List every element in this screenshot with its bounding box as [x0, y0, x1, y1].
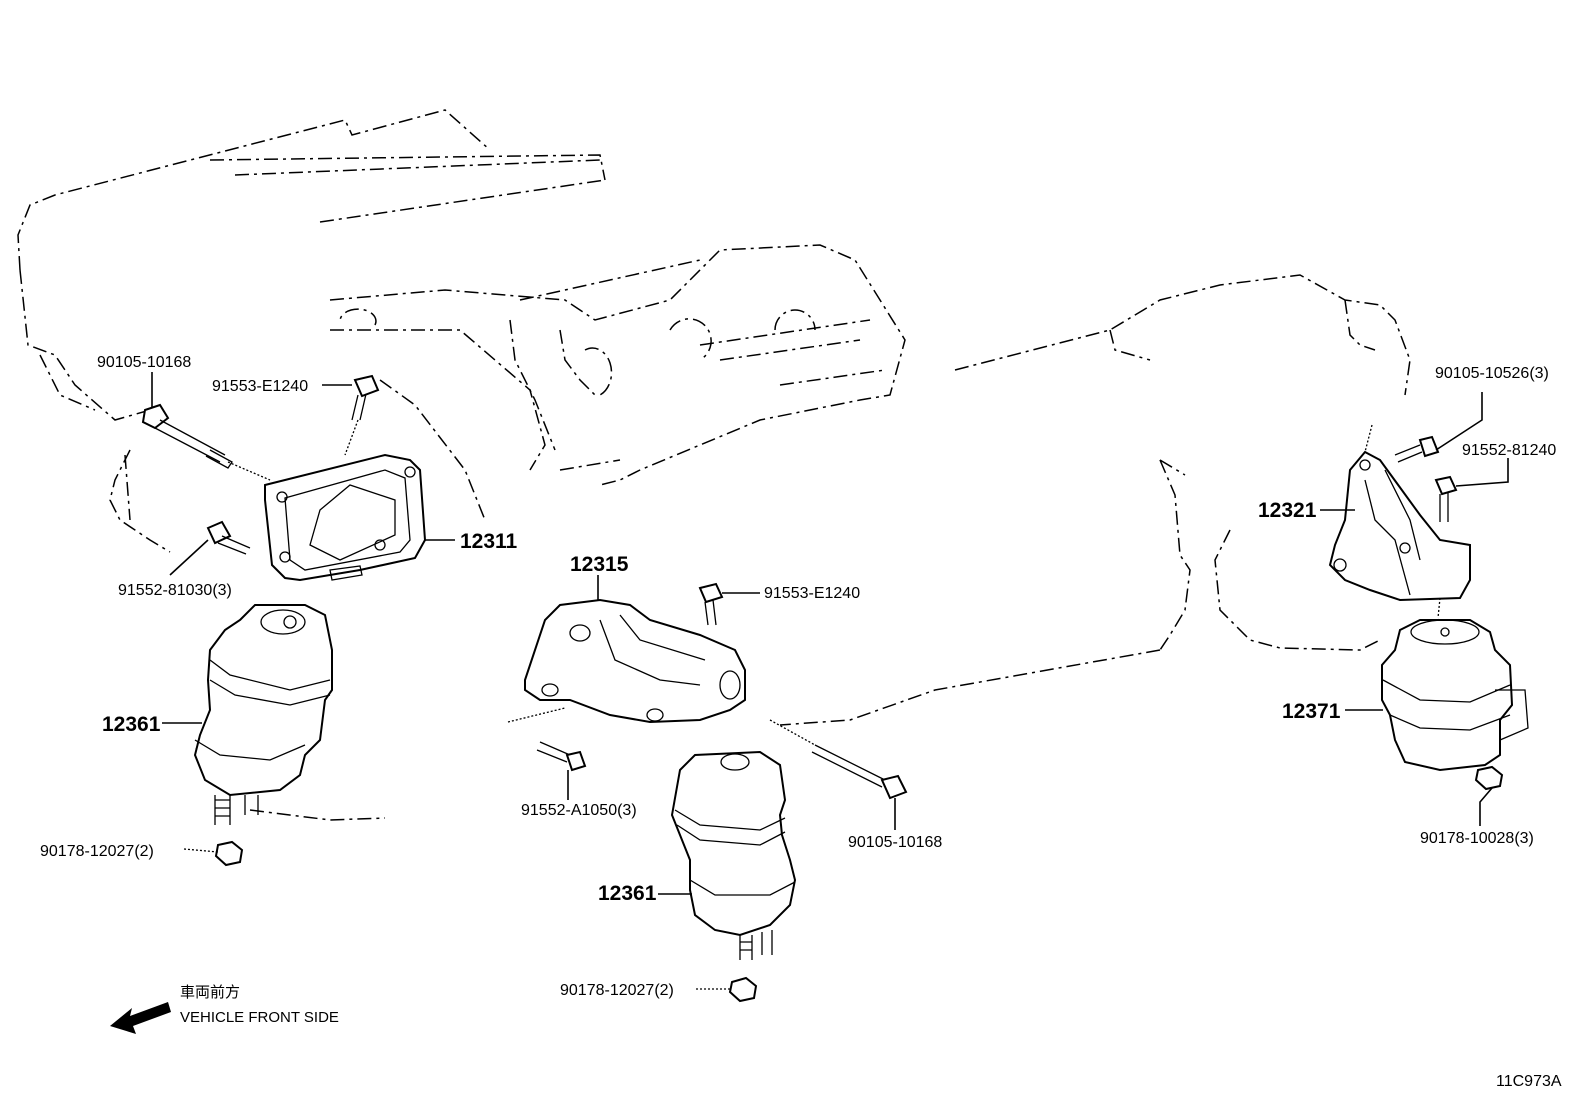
mount-12361-center-drawing [670, 750, 797, 960]
engine-phantom-outline [17, 109, 1411, 821]
bolt-91553-e1240-left-drawing [344, 374, 380, 456]
arrow-left-icon [110, 1002, 171, 1034]
label-90105-10168-top[interactable]: 90105-10168 [97, 354, 191, 371]
label-91552-81240[interactable]: 91552-81240 [1462, 442, 1556, 459]
bolt-91553-e1240-center-drawing [698, 582, 724, 626]
label-90178-10028[interactable]: 90178-10028(3) [1420, 830, 1534, 847]
bolt-90105-10526-drawing [1394, 435, 1440, 463]
vehicle-front-indicator: 車両前方 VEHICLE FRONT SIDE [110, 984, 339, 1034]
bolt-90105-10168-left-drawing [141, 403, 271, 481]
bracket-12315-drawing [524, 598, 746, 724]
label-90178-12027-left[interactable]: 90178-12027(2) [40, 843, 154, 860]
orientation-english: VEHICLE FRONT SIDE [180, 1009, 339, 1026]
bracket-12321-drawing [1328, 424, 1471, 602]
part-labels: 90105-10168 91553-E1240 91552-81030(3) 1… [40, 354, 1556, 999]
mount-12361-left-drawing [193, 604, 333, 825]
label-91553-e1240-center[interactable]: 91553-E1240 [764, 585, 860, 602]
bolt-91552-81240-drawing [1434, 475, 1458, 522]
orientation-japanese: 車両前方 [180, 984, 240, 1001]
bolt-91552-a1050-drawing [507, 707, 587, 772]
label-12321[interactable]: 12321 [1258, 499, 1317, 522]
label-12315[interactable]: 12315 [570, 553, 629, 576]
bracket-12311-drawing [264, 453, 427, 582]
bolt-91552-81030-drawing [206, 520, 251, 555]
label-91552-a1050[interactable]: 91552-A1050(3) [521, 802, 637, 819]
label-12371[interactable]: 12371 [1282, 700, 1341, 723]
leader-lines [151, 372, 1509, 990]
label-90178-12027-center[interactable]: 90178-12027(2) [560, 982, 674, 999]
mount-12371-drawing [1381, 597, 1529, 772]
label-90105-10526[interactable]: 90105-10526(3) [1435, 365, 1549, 382]
diagram-id: 11C973A [1496, 1073, 1562, 1090]
nut-90178-12027-center-drawing [728, 976, 758, 1003]
label-91553-e1240-left[interactable]: 91553-E1240 [212, 378, 308, 395]
label-12361-center[interactable]: 12361 [598, 882, 657, 905]
label-90105-10168-center[interactable]: 90105-10168 [848, 834, 942, 851]
label-12361-left[interactable]: 12361 [102, 713, 161, 736]
label-91552-81030[interactable]: 91552-81030(3) [118, 582, 232, 599]
nut-90178-10028-drawing [1474, 765, 1504, 791]
bolt-90105-10168-center-drawing [769, 719, 908, 800]
nut-90178-12027-left-drawing [214, 840, 244, 867]
label-12311[interactable]: 12311 [460, 530, 518, 553]
